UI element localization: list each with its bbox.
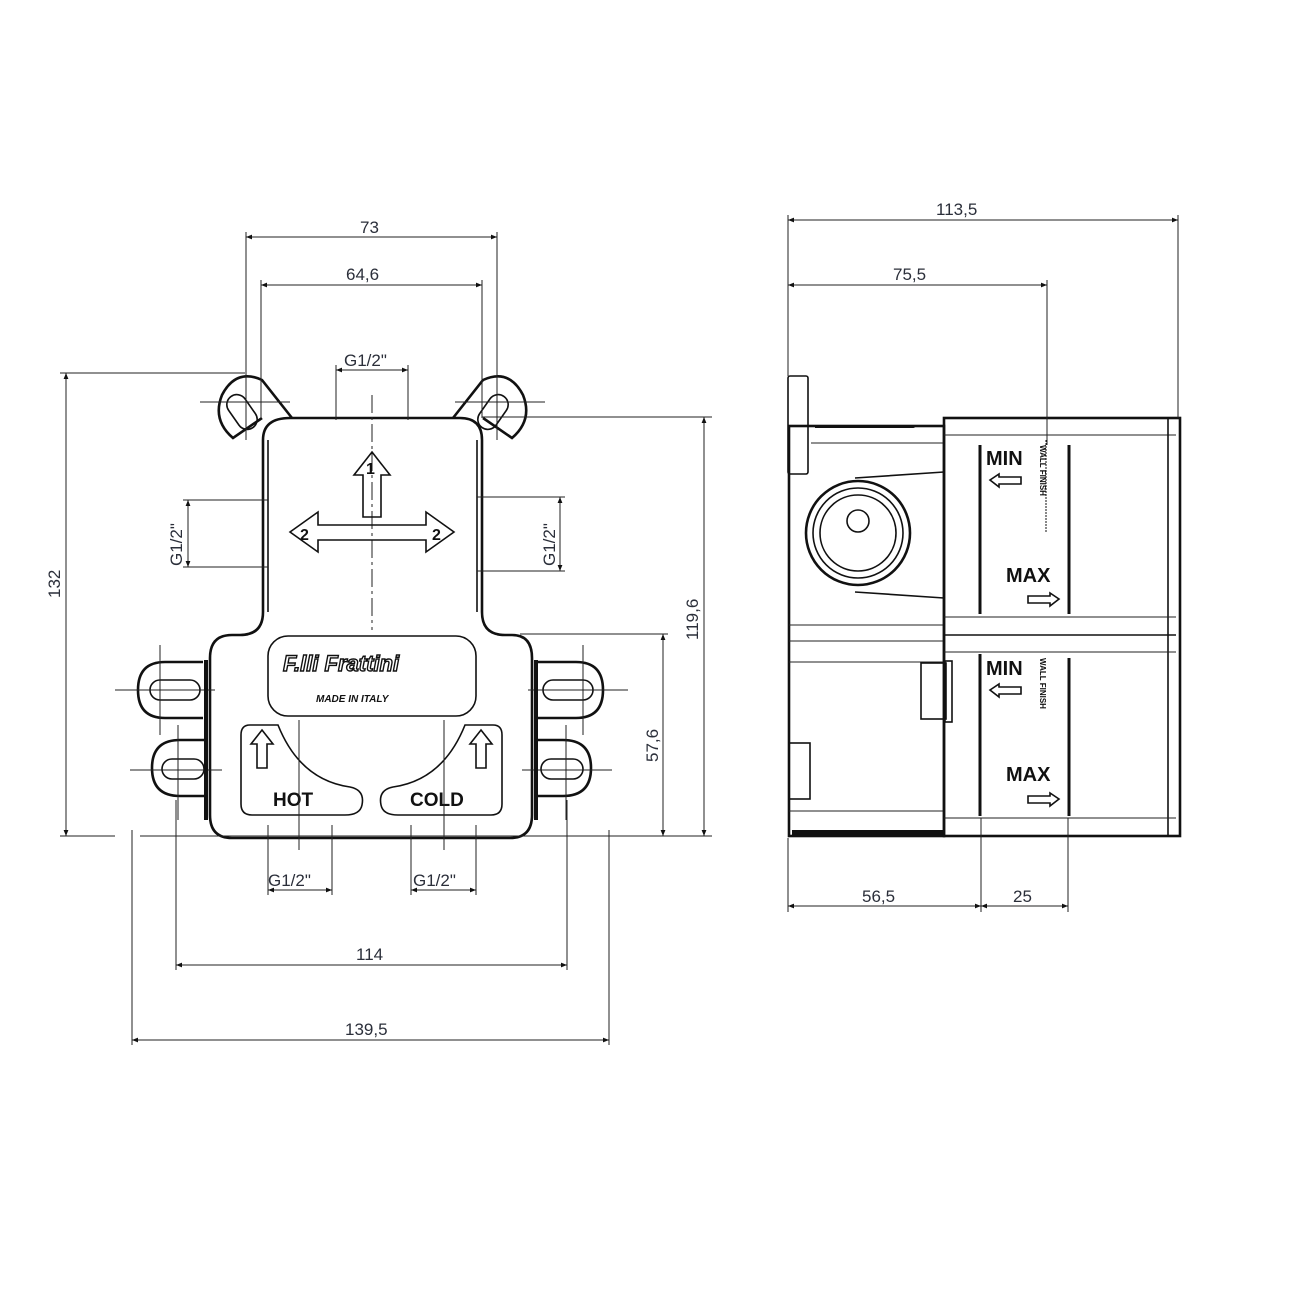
arrow-label-2-left: 2: [300, 527, 309, 544]
dim-left-thread: G1/2": [167, 523, 186, 566]
brand-plate: F.lli Frattini MADE IN ITALY: [267, 635, 477, 717]
front-view: 1 2 2 F.lli Frattini MADE IN ITALY HOT C…: [45, 218, 712, 1045]
direction-arrows: 1 2 2: [288, 450, 456, 554]
dim-cold-thread: G1/2": [413, 871, 456, 890]
side-port: [804, 471, 945, 599]
cold-label: COLD: [410, 790, 464, 811]
min-label-lower: MIN: [986, 658, 1023, 680]
front-dimensions: 73 64,6 G1/2" G1/2" G1/2" 132: [45, 218, 712, 1045]
mount-ear-right-upper: [528, 645, 628, 735]
dim-right-thread: G1/2": [540, 523, 559, 566]
side-view: MIN WALL FINISH MAX MIN WALL FINISH MAX …: [787, 200, 1182, 912]
dim-56-5: 56,5: [862, 887, 895, 906]
mount-ear-top-right: [451, 360, 545, 440]
dim-139-5: 139,5: [345, 1020, 388, 1039]
cold-inlet-plate: COLD: [379, 724, 503, 816]
arrow-label-2-right: 2: [432, 527, 441, 544]
brand-name: F.lli Frattini: [283, 651, 400, 676]
wall-finish-lower: WALL FINISH: [1038, 658, 1047, 709]
dim-73: 73: [360, 218, 379, 237]
dim-119-6: 119,6: [683, 599, 702, 640]
upper-body-outline: [208, 416, 534, 840]
dim-top-thread: G1/2": [344, 351, 387, 370]
dim-114: 114: [356, 945, 383, 964]
min-label-upper: MIN: [986, 448, 1023, 470]
dim-hot-thread: G1/2": [268, 871, 311, 890]
brand-origin: MADE IN ITALY: [316, 694, 390, 705]
wall-finish-upper: WALL FINISH: [1038, 445, 1047, 496]
depth-gauge-lower: MIN WALL FINISH MAX: [978, 654, 1071, 816]
max-label-upper: MAX: [1006, 565, 1051, 587]
depth-gauge-upper: MIN WALL FINISH MAX: [978, 440, 1071, 614]
dim-75-5: 75,5: [893, 265, 926, 284]
side-dimensions: 113,5 75,5 56,5 25: [787, 200, 1179, 912]
dim-64-6: 64,6: [346, 265, 379, 284]
hot-label: HOT: [273, 790, 314, 811]
dim-25: 25: [1013, 887, 1032, 906]
dim-132: 132: [45, 570, 64, 598]
max-label-lower: MAX: [1006, 764, 1051, 786]
mount-ear-left-upper: [115, 645, 215, 735]
dim-57-6: 57,6: [643, 729, 662, 762]
dim-113-5: 113,5: [936, 200, 977, 219]
arrow-label-1: 1: [366, 461, 375, 478]
hot-inlet-plate: HOT: [240, 724, 364, 816]
